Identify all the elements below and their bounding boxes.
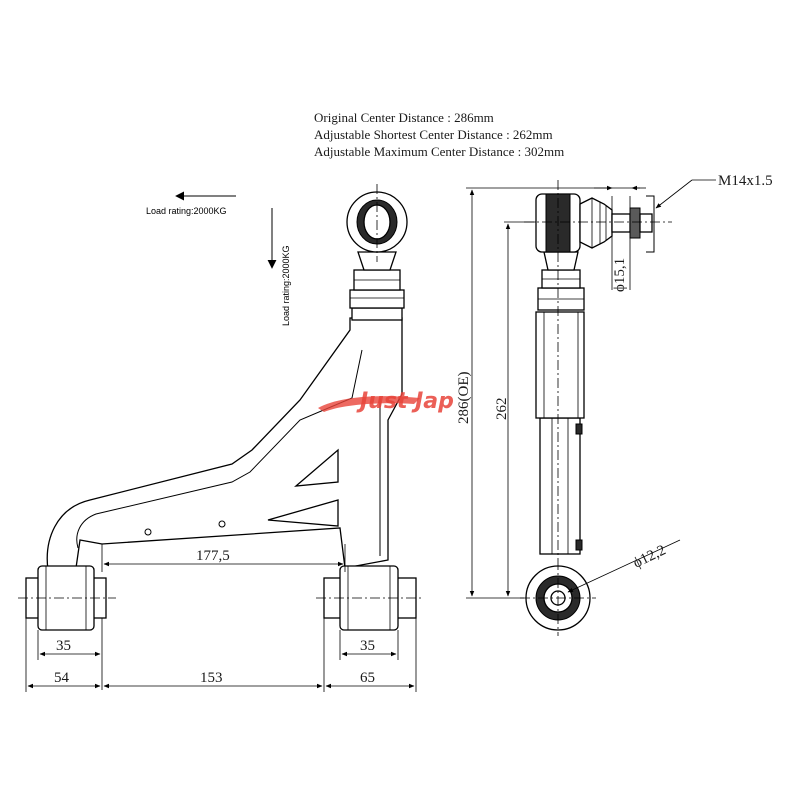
sleeve-top: [351, 307, 403, 321]
leader-thread: [655, 179, 693, 209]
gusset-upper: [294, 448, 339, 487]
arm-body: [46, 317, 403, 571]
rod-lower: [539, 417, 581, 555]
spec-maximum-distance: Adjustable Maximum Center Distance : 302…: [314, 144, 564, 159]
dim-bottom-right: 65: [360, 670, 375, 686]
stud-nut: [629, 207, 641, 239]
dim-rod-diameter: ϕ15,1: [612, 258, 628, 292]
leader-eye: [567, 539, 681, 593]
watermark-text: Just Jap: [356, 389, 454, 414]
load-horizontal: Load rating:2000KG: [146, 191, 236, 216]
dim-bottom-mid: 153: [200, 670, 223, 686]
dim-bushing-right: 35: [360, 638, 375, 654]
stud: [611, 213, 631, 233]
cotter-pin: [646, 195, 655, 253]
dim-bottom-left: 54: [54, 670, 70, 686]
watermark-swoosh-icon: [318, 396, 420, 412]
dim-bushing-left: 35: [56, 638, 71, 654]
sleeve: [535, 311, 585, 419]
dim-length-oe: 286(OE): [456, 372, 472, 425]
dim-eye-diameter: ϕ12,2: [631, 542, 669, 571]
hole-left: [144, 528, 152, 536]
thread-spec: M14x1.5: [718, 173, 773, 189]
stud-tip: [639, 213, 653, 233]
neck-r: [543, 251, 579, 271]
hole-right: [218, 520, 226, 528]
dim-inner-span: 177,5: [196, 548, 230, 564]
load-rating-horizontal: Load rating:2000KG: [146, 206, 227, 216]
gusset-lower: [267, 499, 339, 527]
arm-inner-edge: [76, 349, 363, 549]
rod-detail: [575, 423, 583, 435]
dim-length-min: 262: [494, 398, 510, 421]
load-vertical: Load rating:2000KG: [267, 208, 291, 326]
arm-front-view: 286(OE) 262 ϕ15,1 M14x1.5 ϕ12,2: [456, 173, 773, 636]
dust-boot: [579, 197, 613, 249]
spec-original-distance: Original Center Distance : 286mm: [314, 110, 494, 125]
watermark: Just Jap: [318, 389, 454, 414]
lock-nut-lower: [349, 289, 405, 309]
control-arm-side-view: 177,5 35 35 54 153 65: [18, 184, 424, 692]
spec-shortest-distance: Adjustable Shortest Center Distance : 26…: [314, 127, 553, 142]
rod-detail: [575, 539, 583, 551]
load-rating-vertical: Load rating:2000KG: [281, 245, 291, 326]
